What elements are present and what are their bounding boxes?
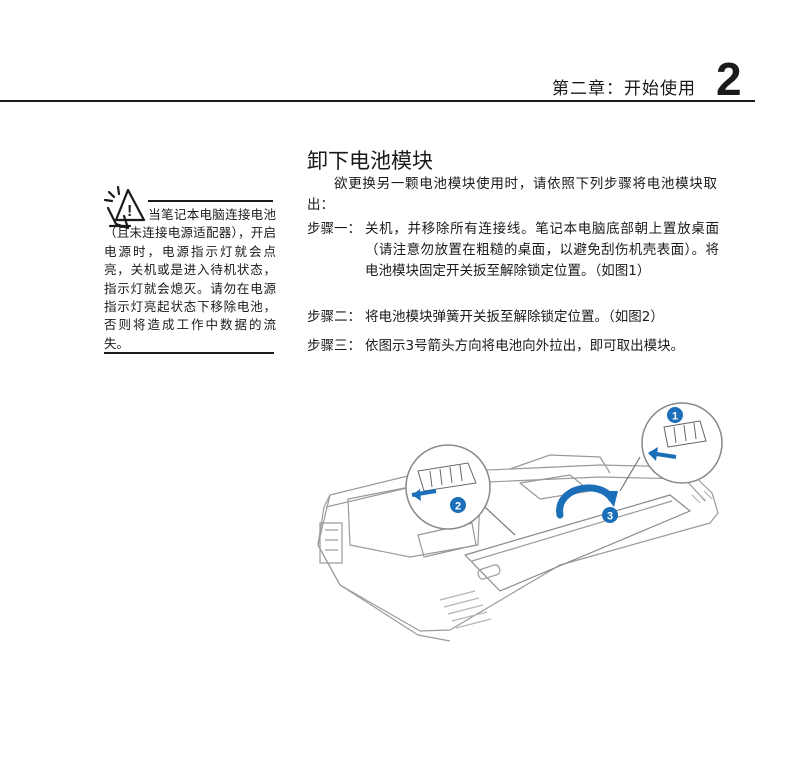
warning-note-icon: ! bbox=[104, 186, 146, 230]
step-1: 步骤一： 关机，并移除所有连接线。笔记本电脑底部朝上置放桌面（请注意勿放置在粗糙… bbox=[307, 219, 719, 282]
note-top-rule bbox=[148, 200, 273, 202]
step-2: 步骤二： 将电池模块弹簧开关扳至解除锁定位置。（如图2） bbox=[307, 307, 727, 328]
laptop-battery-removal-diagram: 2 1 3 bbox=[317, 402, 723, 642]
note-text: 当笔记本电脑连接电池（且未连接电源适配器），开启电源时，电源指示灯就会点亮，关机… bbox=[104, 206, 276, 353]
header-divider bbox=[0, 100, 755, 102]
callout-2: 2 bbox=[455, 501, 461, 513]
step-1-label: 步骤一： bbox=[307, 221, 361, 237]
section-title: 卸下电池模块 bbox=[307, 149, 433, 173]
step-2-label: 步骤二： bbox=[307, 309, 361, 325]
note-body: 池（且未连接电源适配器），开启电源时，电源指示灯就会点亮，关机或是进入待机状态，… bbox=[104, 207, 276, 351]
step-1-text: 关机，并移除所有连接线。笔记本电脑底部朝上置放桌面（请注意勿放置在粗糙的桌面，以… bbox=[365, 221, 719, 279]
step-3-text: 依图示3号箭头方向将电池向外拉出，即可取出模块。 bbox=[365, 338, 685, 354]
step-3: 步骤三： 依图示3号箭头方向将电池向外拉出，即可取出模块。 bbox=[307, 336, 727, 357]
note-bottom-rule bbox=[104, 352, 274, 354]
svg-text:!: ! bbox=[127, 203, 132, 220]
note-line1: 当笔记本电脑连接电 bbox=[148, 207, 264, 222]
step-3-label: 步骤三： bbox=[307, 338, 361, 354]
chapter-label: 第二章：开始使用 bbox=[552, 79, 696, 99]
callout-3: 3 bbox=[607, 511, 613, 523]
intro-paragraph: 欲更换另一颗电池模块使用时，请依照下列步骤将电池模块取出： bbox=[307, 176, 717, 213]
chapter-number: 2 bbox=[716, 53, 742, 105]
step-2-text: 将电池模块弹簧开关扳至解除锁定位置。（如图2） bbox=[365, 309, 664, 325]
callout-1: 1 bbox=[672, 411, 678, 423]
